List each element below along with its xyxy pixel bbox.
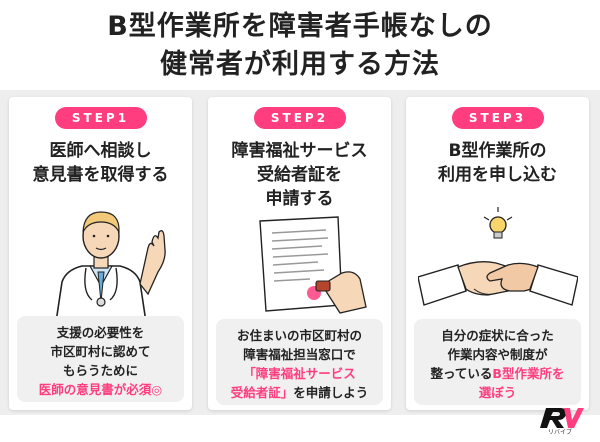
step-badge: STEP3 bbox=[451, 107, 544, 129]
desc-line-rest-part: を申請しよう bbox=[293, 385, 369, 400]
step-description: 支援の必要性を 市区町村に認めて もらうために 医師の意見書が必須◎ bbox=[17, 316, 184, 402]
step-card-2: STEP2 障害福祉サービス 受給者証を 申請する bbox=[208, 97, 391, 410]
desc-line: 作業内容や制度が bbox=[447, 347, 548, 362]
step-title-line: 意見書を取得する bbox=[32, 165, 169, 185]
step-title: 医師へ相談し 意見書を取得する bbox=[9, 139, 192, 187]
desc-line-highlight: 「障害福祉サービス bbox=[243, 366, 356, 381]
step-description: お住まいの市区町村の 障害福祉担当窓口で 「障害福祉サービス 受給者証」を申請し… bbox=[216, 319, 383, 405]
page-title: B型作業所を障害者手帳なしの 健常者が利用する方法 bbox=[0, 8, 600, 84]
desc-line-mixed: 受給者証」を申請しよう bbox=[216, 383, 383, 402]
title-line-2: 健常者が利用する方法 bbox=[160, 49, 440, 80]
desc-line: 自分の症状に合った bbox=[441, 328, 554, 343]
steps-band: STEP1 医師へ相談し 意見書を取得する bbox=[0, 90, 600, 415]
desc-line: 市区町村に認めて bbox=[50, 344, 151, 359]
step-title-line: 医師へ相談し bbox=[49, 141, 152, 161]
logo-subtext: リバイブ bbox=[547, 429, 572, 436]
rv-logo-icon bbox=[540, 408, 584, 428]
step-title-line: 障害福祉サービス bbox=[231, 141, 368, 161]
step-title: B型作業所の 利用を申し込む bbox=[406, 139, 589, 187]
desc-line: 支援の必要性を bbox=[56, 325, 145, 340]
step-title-line: B型作業所の bbox=[448, 141, 547, 161]
desc-line-rest-part: 整っている bbox=[430, 366, 493, 381]
document-stamp-illustration-icon bbox=[258, 216, 367, 314]
step-badge: STEP1 bbox=[54, 107, 147, 129]
title-line-1: B型作業所を障害者手帳なしの bbox=[107, 11, 493, 42]
step-title-line: 申請する bbox=[265, 189, 334, 209]
brand-logo: リバイブ bbox=[536, 406, 584, 436]
step-badge: STEP2 bbox=[253, 107, 346, 129]
handshake-lightbulb-illustration-icon bbox=[417, 207, 578, 306]
desc-line-highlight: 選ぼう bbox=[478, 385, 517, 400]
desc-line: もらうために bbox=[62, 363, 138, 378]
step-card-3: STEP3 B型作業所の 利用を申し込む 自分の症状に合った bbox=[406, 97, 589, 410]
step-title-line: 利用を申し込む bbox=[438, 165, 557, 185]
step-title-line: 受給者証を bbox=[257, 165, 342, 185]
desc-line: お住まいの市区町村の bbox=[236, 328, 362, 343]
desc-line-highlight-part: 受給者証」 bbox=[230, 385, 294, 400]
desc-line-mixed: 整っているB型作業所を bbox=[414, 364, 581, 383]
desc-line-highlight: 医師の意見書が必須◎ bbox=[38, 382, 163, 397]
doctor-illustration-icon bbox=[54, 211, 166, 322]
desc-line: 障害福祉担当窓口で bbox=[243, 347, 356, 362]
step-card-1: STEP1 医師へ相談し 意見書を取得する bbox=[9, 97, 192, 410]
step-title: 障害福祉サービス 受給者証を 申請する bbox=[208, 139, 391, 211]
desc-line-highlight-part: B型作業所を bbox=[492, 366, 565, 381]
step-description: 自分の症状に合った 作業内容や制度が 整っているB型作業所を 選ぼう bbox=[414, 319, 581, 405]
